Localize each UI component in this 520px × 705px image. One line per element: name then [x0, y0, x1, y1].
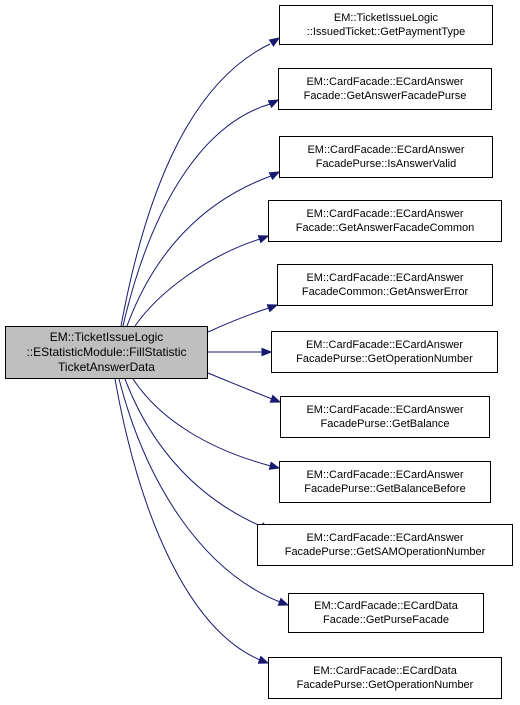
node-line: EM::CardFacade::ECardAnswer [306, 404, 464, 416]
node-line: EM::CardFacade::ECardAnswer [307, 144, 465, 156]
node-line: Facade::GetPurseFacade [323, 614, 449, 626]
edge-to-get-sam-operation-number [124, 378, 264, 528]
node-get-operation-number-data[interactable]: EM::CardFacade::ECardData FacadePurse::G… [268, 657, 502, 699]
edge-to-get-answer-facade-common [134, 238, 261, 327]
node-get-sam-operation-number[interactable]: EM::CardFacade::ECardAnswer FacadePurse:… [257, 524, 513, 566]
node-get-answer-facade-common[interactable]: EM::CardFacade::ECardAnswer Facade::GetA… [268, 200, 502, 242]
node-get-answer-error[interactable]: EM::CardFacade::ECardAnswer FacadeCommon… [277, 264, 493, 306]
node-line: EM::CardFacade::ECardAnswer [306, 532, 464, 544]
arrowhead-icon [268, 171, 281, 181]
node-get-balance-before[interactable]: EM::CardFacade::ECardAnswer FacadePurse:… [279, 461, 491, 503]
node-line: ::EStatisticModule::FillStatistic [26, 345, 187, 359]
node-line: EM::CardFacade::ECardAnswer [306, 208, 464, 220]
arrowhead-icon [257, 655, 270, 664]
node-get-payment-type[interactable]: EM::TicketIssueLogic ::IssuedTicket::Get… [279, 5, 493, 45]
node-line: FacadePurse::GetBalanceBefore [304, 483, 466, 495]
node-line: EM::CardFacade::ECardData [313, 665, 457, 677]
node-line: Facade::GetAnswerFacadeCommon [295, 222, 475, 234]
node-line: EM::TicketIssueLogic [49, 330, 164, 344]
edge-to-is-answer-valid [126, 175, 272, 327]
edge-to-get-purse-facade [118, 378, 281, 603]
node-get-balance[interactable]: EM::CardFacade::ECardAnswer FacadePurse:… [280, 396, 490, 438]
node-line: FacadePurse::GetBalance [320, 418, 450, 430]
node-fill-statistic-ticket-answer-data: EM::TicketIssueLogic ::EStatisticModule:… [5, 326, 208, 379]
node-line: EM::CardFacade::ECardData [314, 600, 458, 612]
node-get-purse-facade[interactable]: EM::CardFacade::ECardData Facade::GetPur… [288, 593, 484, 633]
node-line: FacadePurse::GetOperationNumber [296, 679, 474, 691]
node-line: FacadeCommon::GetAnswerError [301, 286, 469, 298]
edge-to-get-payment-type [120, 43, 271, 327]
arrowhead-icon [257, 235, 270, 244]
arrowhead-icon [268, 37, 281, 47]
node-line: Facade::GetAnswerFacadePurse [303, 90, 467, 102]
node-line: EM::TicketIssueLogic [333, 12, 439, 24]
arrowhead-icon [267, 99, 280, 109]
node-line: EM::CardFacade::ECardAnswer [306, 76, 464, 88]
arrowhead-icon [266, 304, 279, 313]
node-line: ::IssuedTicket::GetPaymentType [306, 26, 466, 38]
node-line: EM::CardFacade::ECardAnswer [306, 469, 464, 481]
node-line: FacadePurse::IsAnswerValid [315, 158, 457, 170]
edge-to-get-balance-before [132, 378, 272, 467]
node-line: TicketAnswerData [58, 360, 155, 374]
node-line: EM::CardFacade::ECardAnswer [305, 339, 464, 351]
node-line: FacadePurse::GetOperationNumber [296, 353, 473, 365]
arrowhead-icon [269, 394, 282, 403]
edge-to-get-operation-number-data [114, 378, 261, 661]
edge-to-get-balance [207, 372, 273, 400]
edge-to-get-answer-facade-purse [122, 103, 271, 327]
arrowhead-icon [261, 347, 273, 357]
arrowhead-icon [268, 461, 281, 470]
node-is-answer-valid[interactable]: EM::CardFacade::ECardAnswer FacadePurse:… [279, 136, 493, 178]
edge-to-get-answer-error [207, 307, 270, 333]
node-line: EM::CardFacade::ECardAnswer [306, 272, 464, 284]
node-line: FacadePurse::GetSAMOperationNumber [284, 546, 486, 558]
arrowhead-icon [277, 597, 290, 606]
node-get-operation-number-purse[interactable]: EM::CardFacade::ECardAnswer FacadePurse:… [271, 331, 498, 373]
node-get-answer-facade-purse[interactable]: EM::CardFacade::ECardAnswer Facade::GetA… [278, 68, 492, 110]
